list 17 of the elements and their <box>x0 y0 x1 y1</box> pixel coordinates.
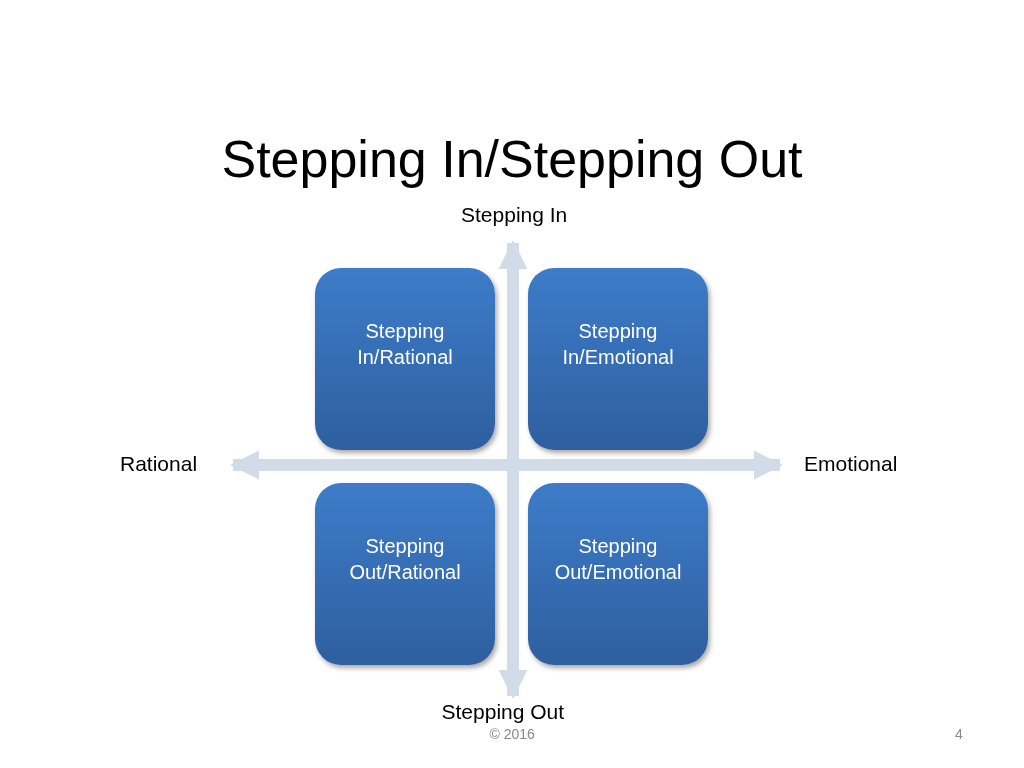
copyright-note: © 2016 <box>489 726 535 742</box>
quadrant-label: Stepping Out/Rational <box>348 534 462 585</box>
axis-label: Stepping Out <box>441 700 565 724</box>
double-headed-arrow <box>498 240 528 699</box>
axis-label: Rational <box>120 452 198 476</box>
slide-title: Stepping In/Stepping Out <box>221 129 803 190</box>
page-number: 4 <box>955 726 963 742</box>
quadrant-box <box>528 483 708 665</box>
quadrant-box <box>315 268 495 450</box>
double-headed-arrow <box>230 450 783 480</box>
quadrant-label: Stepping In/Rational <box>356 319 454 370</box>
quadrant-box <box>315 483 495 665</box>
quadrant-box <box>528 268 708 450</box>
axis-label: Emotional <box>804 452 898 476</box>
quadrant-label: Stepping In/Emotional <box>561 319 675 370</box>
axis-label: Stepping In <box>461 203 568 227</box>
quadrant-label: Stepping Out/Emotional <box>553 534 683 585</box>
